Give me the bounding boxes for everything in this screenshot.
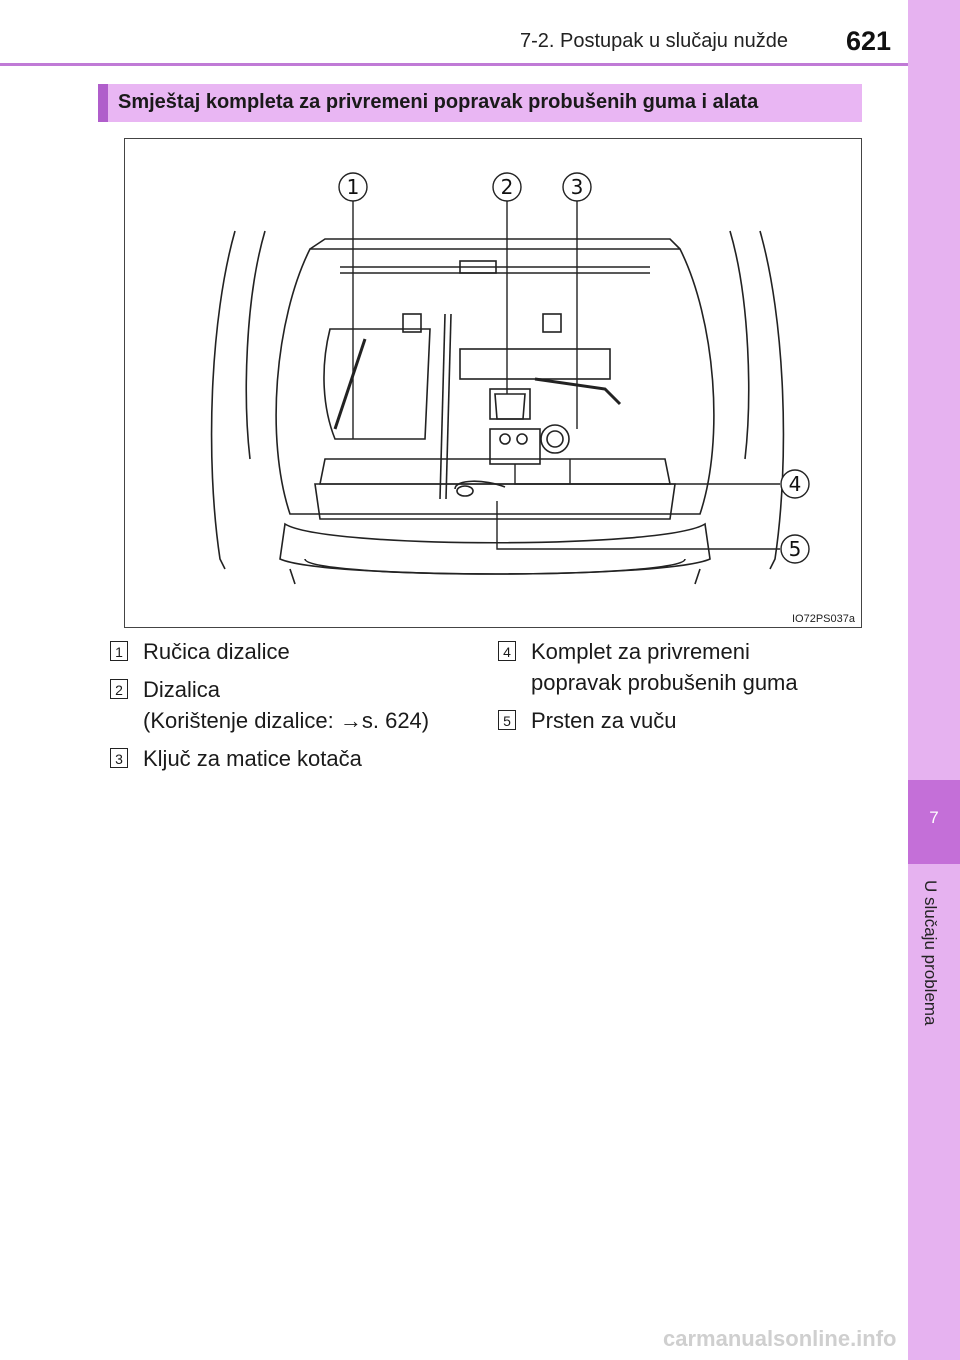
legend-number: 3: [110, 748, 128, 768]
callout-4: 4: [789, 472, 802, 496]
legend-text: Dizalica: [143, 677, 221, 702]
legend-number: 1: [110, 641, 128, 661]
trunk-drawing: 1 2 3 4 5: [210, 172, 810, 585]
legend-text: Ručica dizalice: [143, 639, 290, 664]
trunk-illustration: 1 2 3 4 5 IO72PS037a: [124, 138, 862, 628]
legend-text: Komplet za privremeni: [531, 639, 750, 664]
legend-text-secondary: popravak probušenih guma: [531, 670, 798, 695]
header-rule: [0, 63, 910, 66]
legend-item-1: 1 Ručica dizalice: [110, 636, 290, 667]
legend-text: Prsten za vuču: [531, 708, 677, 733]
callout-2: 2: [501, 175, 514, 199]
chapter-side-tab: 7 U slučaju problema: [908, 0, 960, 1360]
legend-number: 2: [110, 679, 128, 699]
watermark: carmanualsonline.info: [663, 1326, 897, 1351]
callout-5: 5: [789, 537, 802, 561]
legend-number: 5: [498, 710, 516, 730]
section-heading-text: Smještaj kompleta za privremeni popravak…: [118, 91, 759, 113]
chapter-title: U slučaju problema: [921, 880, 940, 1026]
legend-text: Ključ za matice kotača: [143, 746, 362, 771]
legend-text-secondary: (Korištenje dizalice: →s. 624): [143, 708, 430, 733]
page-number: 621: [846, 26, 892, 56]
chapter-box: [908, 780, 960, 864]
section-title: 7-2. Postupak u slučaju nužde: [520, 30, 788, 52]
chapter-number: 7: [929, 808, 939, 827]
figure-id: IO72PS037a: [792, 613, 855, 625]
section-heading: Smještaj kompleta za privremeni popravak…: [98, 84, 862, 122]
legend-number: 4: [498, 641, 516, 661]
legend-item-5: 5 Prsten za vuču: [498, 705, 677, 736]
legend-item-2: 2 Dizalica (Korištenje dizalice: →s. 624…: [110, 674, 430, 736]
legend-item-3: 3 Ključ za matice kotača: [110, 743, 362, 774]
legend-item-4: 4 Komplet za privremeni popravak probuše…: [498, 636, 798, 698]
callout-1: 1: [347, 175, 360, 199]
callout-3: 3: [571, 175, 584, 199]
